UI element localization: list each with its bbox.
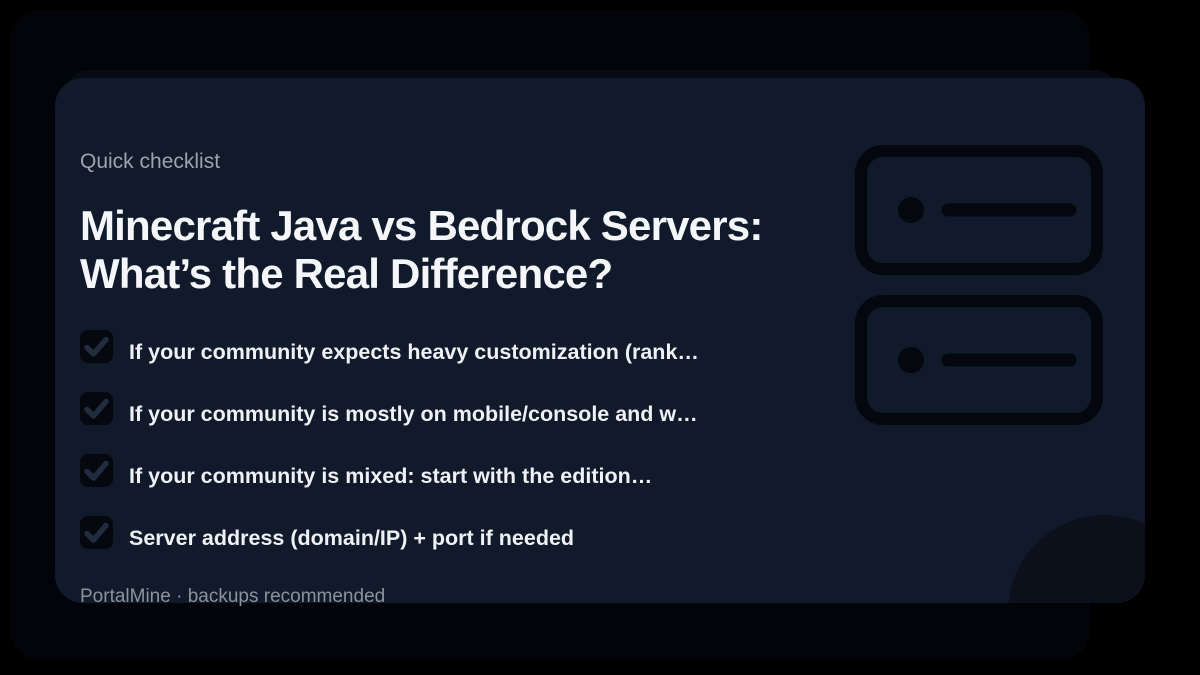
checkbox-checked[interactable] [80, 454, 113, 487]
checkmark-icon [84, 460, 109, 481]
checklist-item: If your community is mixed: start with t… [80, 454, 800, 493]
decorative-circle [1008, 515, 1145, 603]
eyebrow-label: Quick checklist [80, 150, 221, 173]
checkbox-checked[interactable] [80, 330, 113, 363]
checkbox-checked[interactable] [80, 392, 113, 425]
checkbox-checked[interactable] [80, 516, 113, 549]
card-title-line1: Minecraft Java vs Bedrock Servers: [80, 202, 763, 249]
card-title-line2: What’s the Real Difference? [80, 250, 613, 297]
checklist-item-label: If your community expects heavy customiz… [129, 340, 699, 364]
checkmark-icon [84, 336, 109, 357]
checklist-item: If your community is mostly on mobile/co… [80, 392, 800, 431]
checklist-item-label: If your community is mixed: start with t… [129, 464, 653, 488]
footer-attribution: PortalMine · backups recommended [80, 586, 386, 607]
checklist-item: Server address (domain/IP) + port if nee… [80, 516, 800, 555]
card-title: Minecraft Java vs Bedrock Servers: What’… [80, 202, 763, 298]
checklist-item: If your community expects heavy customiz… [80, 330, 800, 369]
checkmark-icon [84, 522, 109, 543]
server-rack-icon [855, 145, 1103, 425]
checklist-item-label: If your community is mostly on mobile/co… [129, 402, 698, 426]
checkmark-icon [84, 398, 109, 419]
checklist-item-label: Server address (domain/IP) + port if nee… [129, 526, 575, 550]
checklist-card: Quick checklist Minecraft Java vs Bedroc… [55, 78, 1145, 603]
